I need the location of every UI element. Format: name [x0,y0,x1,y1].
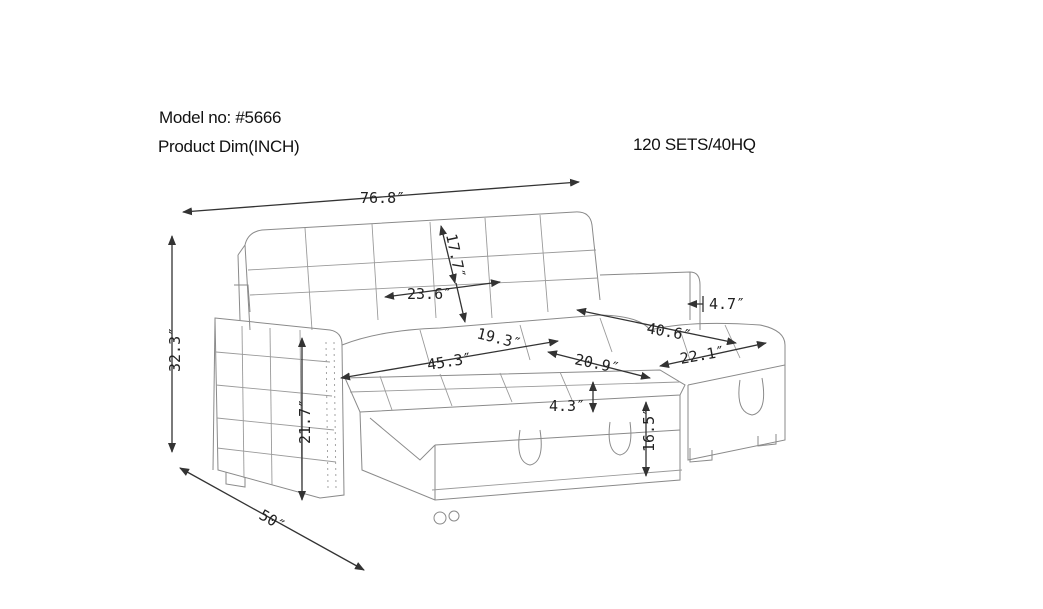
dimension-lines [168,178,767,571]
back-width-label: 23.6″ [407,285,452,303]
chaise-width-line [659,340,767,369]
bed-depth-label: 20.9″ [573,350,621,377]
seat-depth-label: 19.3″ [475,324,523,352]
depth-line [179,467,365,571]
packing-quantity: 120 SETS/40HQ [633,135,756,154]
seat-width-label: 45.3″ [426,349,473,374]
chaise-height-label: 16.5″ [640,407,658,452]
sofa-drawing [212,211,786,525]
model-number: Model no: #5666 [159,108,282,127]
bed-depth-line [547,350,651,380]
back-width-line [384,279,501,300]
cushion-thickness-label: 4.3″ [549,397,585,415]
seat-depth-line [455,282,467,323]
back-height-line [439,225,457,284]
depth-label: 50″ [256,506,288,535]
arm-width-label: 4.7″ [709,295,745,313]
overall-width-label: 76.8″ [360,189,405,207]
seat-width-line [340,338,559,381]
overall-width-line [182,178,580,216]
dimension-labels: 76.8″ 32.3″ 50″ 17.7″ 23.6″ 19.3″ 45.3″ … [166,189,745,535]
chaise-length-label: 40.6″ [645,319,693,345]
overall-height-label: 32.3″ [166,327,184,372]
seat-height-label: 21.7″ [296,399,314,444]
back-height-label: 17.7″ [442,232,469,280]
chaise-length-line [576,307,737,346]
product-dim-label: Product Dim(INCH) [158,137,300,156]
